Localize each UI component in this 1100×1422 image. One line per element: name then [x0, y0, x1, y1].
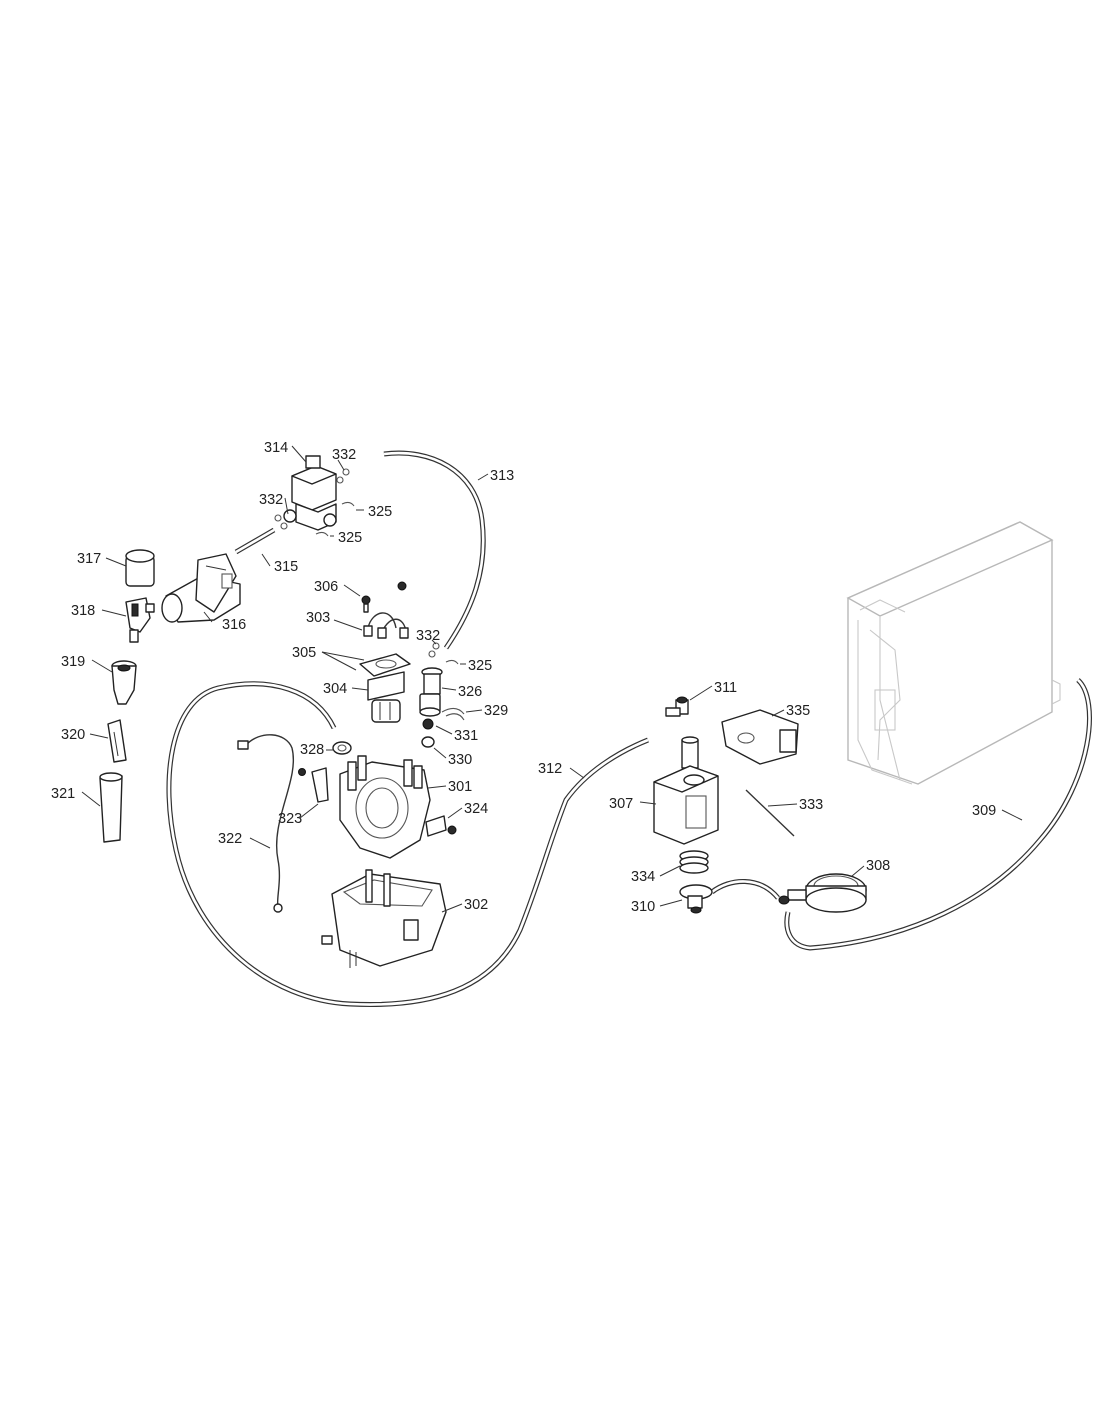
callout-333: 333 [799, 797, 823, 813]
callout-307: 307 [609, 796, 633, 812]
callout-304: 304 [323, 681, 347, 697]
callout-311: 311 [714, 680, 737, 696]
callout-308: 308 [866, 858, 890, 874]
water-tank-ghost [846, 521, 1061, 785]
callout-332-right: 332 [416, 628, 440, 644]
callout-325-right: 325 [468, 658, 492, 674]
callout-312: 312 [538, 761, 562, 777]
callout-321: 321 [51, 786, 75, 802]
callout-301: 301 [448, 779, 472, 795]
callout-319: 319 [61, 654, 85, 670]
callout-313: 313 [490, 468, 514, 484]
solenoid-valve-314 [274, 455, 355, 537]
callout-309: 309 [972, 803, 996, 819]
callout-303: 303 [306, 610, 330, 626]
callout-325-lower: 325 [338, 530, 362, 546]
left-parts-stack [99, 549, 155, 843]
callout-317: 317 [77, 551, 101, 567]
pump-housing-316 [161, 553, 241, 623]
callout-318: 318 [71, 603, 95, 619]
callout-labels: 314 332 332 325 325 313 315 317 316 306 … [51, 440, 996, 915]
callout-335: 335 [786, 703, 810, 719]
callout-323: 323 [278, 811, 302, 827]
leader-lines [81, 445, 1023, 913]
callout-332-top: 332 [332, 447, 356, 463]
callout-328: 328 [300, 742, 324, 758]
callout-302: 302 [464, 897, 488, 913]
callout-330: 330 [448, 752, 472, 768]
callout-334: 334 [631, 869, 655, 885]
callout-329: 329 [484, 703, 508, 719]
callout-325-upper: 325 [368, 504, 392, 520]
callout-322: 322 [218, 831, 242, 847]
callout-306: 306 [314, 579, 338, 595]
pump-group [653, 696, 867, 914]
callout-316: 316 [222, 617, 246, 633]
callout-324: 324 [464, 801, 488, 817]
callout-314: 314 [264, 440, 288, 456]
base-tray-302 [321, 869, 447, 968]
hoses [166, 450, 1092, 1008]
callout-315: 315 [274, 559, 298, 575]
callout-305: 305 [292, 645, 316, 661]
callout-310: 310 [631, 899, 655, 915]
callout-320: 320 [61, 727, 85, 743]
callout-326: 326 [458, 684, 482, 700]
callout-331: 331 [454, 728, 478, 744]
callout-332-left: 332 [259, 492, 283, 508]
boiler-assembly [298, 581, 465, 859]
